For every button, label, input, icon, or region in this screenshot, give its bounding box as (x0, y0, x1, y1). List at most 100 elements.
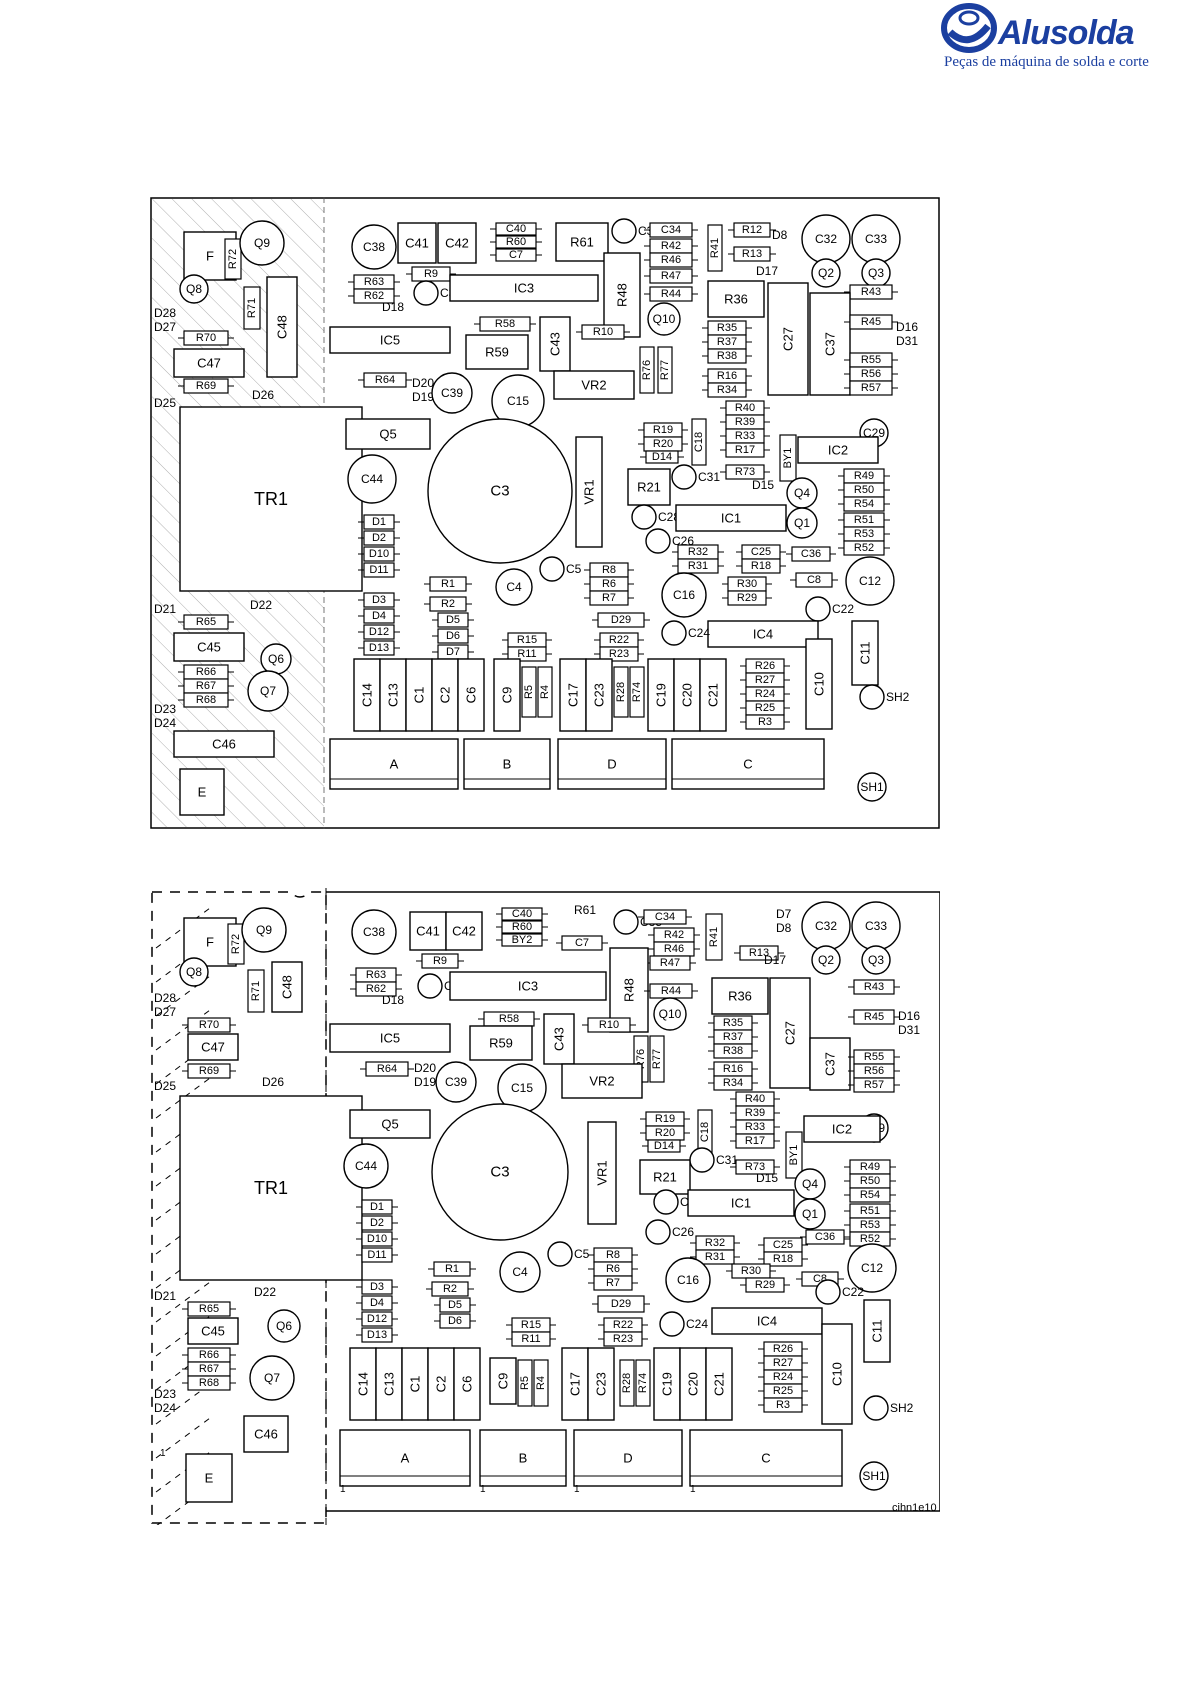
pin-1-marker: 1 (160, 1448, 166, 1459)
component-label: R73 (735, 466, 755, 478)
component-q3: Q3 (861, 258, 891, 288)
component-label: R76 (641, 360, 653, 380)
component-r2: R2 (424, 596, 472, 612)
component-label: D31 (898, 1023, 920, 1037)
component-label: C41 (416, 924, 440, 939)
component-d1: D1 (356, 1199, 398, 1215)
component-label: R40 (745, 1093, 765, 1105)
component-d17: D17 (764, 953, 786, 967)
component-d2: D2 (356, 1215, 398, 1231)
component-r20: R20 (638, 436, 688, 452)
component-c40: C40 (496, 907, 548, 921)
component-r32: R32 (690, 1235, 740, 1251)
component-label: SH2 (886, 690, 910, 704)
component-by1: BY1 (785, 1131, 803, 1179)
component-label: R55 (864, 1051, 884, 1063)
component-label: C17 (566, 683, 581, 707)
component-c48: C48 (266, 276, 298, 378)
drawing-code: cihn1e10 (892, 1502, 937, 1514)
component-label: C32 (815, 232, 837, 246)
component-q8: Q8 (179, 957, 209, 987)
component-r64: R64 (358, 372, 412, 388)
component-label: D29 (611, 614, 631, 626)
component-r11: R11 (502, 646, 552, 662)
component-label: C24 (688, 626, 710, 640)
component-label: A (401, 1451, 410, 1466)
component-d29: D29 (592, 612, 650, 628)
component-c4: C4 (499, 1251, 541, 1293)
component-label: R73 (745, 1161, 765, 1173)
component-d27: D27 (154, 1005, 176, 1019)
component-c9: C9 (489, 1357, 517, 1405)
component-c25: C25 (758, 1237, 808, 1253)
component-d7: D7 (776, 907, 792, 921)
component-a: A (339, 1429, 471, 1487)
component-label: R70 (196, 332, 216, 344)
component-label: R30 (737, 578, 757, 590)
component-label: C48 (280, 975, 295, 999)
component-r12: R12 (728, 222, 776, 238)
component-label: R70 (199, 1019, 219, 1031)
component-c20: C20 (673, 658, 701, 732)
component-d24: D24 (154, 716, 176, 730)
component-label: D10 (369, 548, 389, 560)
component-label: R16 (723, 1063, 743, 1075)
component-e: E (185, 1453, 233, 1503)
component-c42: C42 (437, 222, 477, 264)
component-c44: C44 (347, 454, 397, 504)
component-label: C40 (512, 908, 532, 920)
component-label: R61 (570, 235, 594, 250)
component-r24: R24 (740, 686, 790, 702)
component-d4: D4 (356, 1295, 398, 1311)
component-d6: D6 (432, 628, 474, 644)
component-q9: Q9 (239, 220, 285, 266)
component-r73: R73 (730, 1159, 780, 1175)
component-q8: Q8 (179, 274, 209, 304)
component-label: D8 (772, 228, 788, 242)
component-r22: R22 (598, 1317, 648, 1333)
component-d13: D13 (358, 640, 400, 656)
component-label: R62 (366, 983, 386, 995)
component-label: C25 (773, 1239, 793, 1251)
component-r37: R37 (708, 1029, 758, 1045)
component-r35: R35 (708, 1015, 758, 1031)
component-label: Q2 (818, 953, 834, 967)
component-r74: R74 (635, 1359, 651, 1407)
component-r67: R67 (178, 678, 234, 694)
component-c41: C41 (397, 222, 437, 264)
component-label: R20 (655, 1127, 675, 1139)
component-label: R20 (653, 438, 673, 450)
component-label: D12 (367, 1313, 387, 1325)
component-d16: D16 (896, 320, 918, 334)
component-r18: R18 (736, 558, 786, 574)
component-label: Q6 (276, 1319, 292, 1333)
pin-1-marker: 1 (574, 1484, 580, 1495)
component-label: R22 (609, 634, 629, 646)
component-label: R2 (443, 1283, 457, 1295)
component-label: R26 (755, 660, 775, 672)
component-d15: D15 (752, 478, 774, 492)
component-label: D (607, 757, 616, 772)
component-label: C37 (823, 1052, 838, 1076)
component-label: R74 (637, 1373, 649, 1393)
component-label: IC3 (514, 281, 534, 296)
component-label: D11 (367, 1249, 386, 1261)
component-q3: Q3 (861, 945, 891, 975)
component-label: C14 (360, 683, 375, 707)
component-label: C3 (490, 1164, 509, 1181)
component-label: D11 (369, 564, 388, 576)
component-label: R27 (773, 1357, 793, 1369)
component-ic1: IC1 (675, 504, 787, 532)
component-r58: R58 (474, 316, 536, 332)
component-label: R77 (651, 1049, 663, 1069)
component-label: R48 (615, 283, 630, 307)
component-c27: C27 (769, 977, 811, 1089)
component-label: D20 (414, 1061, 436, 1075)
component-label: C43 (552, 1027, 567, 1051)
component-label: R39 (745, 1107, 765, 1119)
component-d14: D14 (640, 450, 684, 464)
component-c11: C11 (863, 1299, 891, 1363)
component-label: C31 (716, 1153, 738, 1167)
